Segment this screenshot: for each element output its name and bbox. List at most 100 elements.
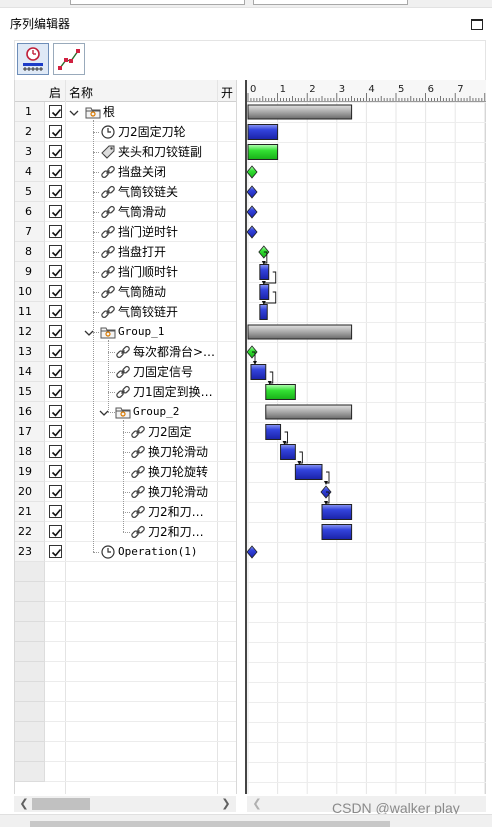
enable-checkbox[interactable] (49, 465, 62, 478)
row-label[interactable]: 换刀轮旋转 (148, 465, 209, 479)
table-row[interactable]: 17 刀2固定 (15, 422, 236, 442)
scroll-left-icon[interactable]: ❮ (19, 797, 29, 810)
enable-checkbox[interactable] (49, 145, 62, 158)
row-number[interactable]: 18 (15, 442, 45, 462)
gantt-bar-row-15[interactable] (265, 384, 296, 400)
table-row[interactable]: 1 根 (15, 102, 236, 122)
row-label[interactable]: 气筒铰链开 (118, 305, 179, 319)
table-row[interactable]: 4 挡盘关闭 (15, 162, 236, 182)
enable-checkbox[interactable] (49, 265, 62, 278)
row-number[interactable]: 8 (15, 242, 45, 262)
gantt-bar-row-2[interactable] (247, 124, 279, 140)
enable-checkbox[interactable] (49, 125, 62, 138)
row-number[interactable]: 21 (15, 502, 45, 522)
row-label[interactable]: 根 (103, 105, 116, 119)
row-number[interactable]: 14 (15, 362, 45, 382)
gantt-bar-row-17[interactable] (265, 424, 282, 440)
row-label[interactable]: 刀1固定到换… (133, 385, 213, 399)
table-row[interactable]: 2 刀2固定刀轮 (15, 122, 236, 142)
gantt-bar-row-16[interactable] (265, 404, 353, 420)
gantt-milestone-row-23[interactable] (247, 545, 258, 559)
row-number[interactable]: 5 (15, 182, 45, 202)
row-number[interactable]: 9 (15, 262, 45, 282)
row-number[interactable]: 19 (15, 462, 45, 482)
enable-checkbox[interactable] (49, 425, 62, 438)
row-number[interactable]: 2 (15, 122, 45, 142)
expand-toggle-icon[interactable] (99, 407, 109, 417)
gantt-bar-row-1[interactable] (247, 104, 353, 120)
curve-view-button[interactable] (53, 43, 85, 75)
table-row[interactable]: 3 夹头和刀铰链副 (15, 142, 236, 162)
gantt-bar-row-22[interactable] (321, 524, 353, 540)
expand-toggle-icon[interactable] (69, 107, 79, 117)
gantt-bar-row-9[interactable] (259, 264, 270, 280)
enable-checkbox[interactable] (49, 445, 62, 458)
row-label[interactable]: 刀2固定 (148, 425, 192, 439)
row-label[interactable]: 挡盘关闭 (118, 165, 167, 179)
row-number[interactable]: 10 (15, 282, 45, 302)
enable-checkbox[interactable] (49, 245, 62, 258)
col-name-header[interactable]: 名称 (69, 86, 94, 100)
gantt-milestone-row-7[interactable] (247, 225, 258, 239)
row-label[interactable]: 刀2固定刀轮 (118, 125, 186, 139)
table-row[interactable]: 8 挡盘打开 (15, 242, 236, 262)
row-label[interactable]: 挡门顺时针 (118, 265, 179, 279)
row-number[interactable]: 11 (15, 302, 45, 322)
table-row[interactable]: 16 Group_2 (15, 402, 236, 422)
row-number[interactable]: 23 (15, 542, 45, 562)
enable-checkbox[interactable] (49, 205, 62, 218)
table-row[interactable]: 21 刀2和刀… (15, 502, 236, 522)
gantt-bar-row-3[interactable] (247, 144, 279, 160)
gantt-bar-row-10[interactable] (259, 284, 270, 300)
table-row[interactable]: 22 刀2和刀… (15, 522, 236, 542)
enable-checkbox[interactable] (49, 285, 62, 298)
table-row[interactable]: 23 Operation(1) (15, 542, 236, 562)
row-label[interactable]: 气筒铰链关 (118, 185, 179, 199)
row-number[interactable]: 12 (15, 322, 45, 342)
row-number[interactable]: 3 (15, 142, 45, 162)
top-field-1[interactable] (70, 0, 245, 5)
gantt-horizontal-scrollbar[interactable]: ❮ (247, 796, 486, 812)
row-number[interactable]: 6 (15, 202, 45, 222)
row-number[interactable]: 1 (15, 102, 45, 122)
enable-checkbox[interactable] (49, 185, 62, 198)
row-number[interactable]: 17 (15, 422, 45, 442)
table-row[interactable]: 13 每次都滑台>… (15, 342, 236, 362)
row-label[interactable]: 每次都滑台>… (133, 345, 216, 359)
gantt-bar-row-11[interactable] (259, 304, 268, 320)
row-label[interactable]: 换刀轮滑动 (148, 445, 209, 459)
row-label[interactable]: 刀2和刀… (148, 505, 204, 519)
enable-checkbox[interactable] (49, 485, 62, 498)
gantt-divider[interactable] (245, 80, 247, 794)
gantt-milestone-row-5[interactable] (247, 185, 258, 199)
table-row[interactable]: 10 气筒随动 (15, 282, 236, 302)
gantt-milestone-row-8[interactable] (258, 245, 270, 259)
top-field-2[interactable] (253, 0, 408, 5)
gantt-bar-row-12[interactable] (247, 324, 353, 340)
col-enable-header[interactable]: 启 (49, 86, 62, 100)
bottom-scroll-thumb[interactable] (30, 821, 390, 827)
table-row[interactable]: 15 刀1固定到换… (15, 382, 236, 402)
row-number[interactable]: 22 (15, 522, 45, 542)
row-label[interactable]: 气筒滑动 (118, 205, 167, 219)
row-label[interactable]: 刀2和刀… (148, 525, 204, 539)
enable-checkbox[interactable] (49, 165, 62, 178)
gantt-bar-row-14[interactable] (250, 364, 267, 380)
row-number[interactable]: 20 (15, 482, 45, 502)
enable-checkbox[interactable] (49, 365, 62, 378)
table-row[interactable]: 18 换刀轮滑动 (15, 442, 236, 462)
col-start-header[interactable]: 开 (221, 86, 234, 100)
table-row[interactable]: 14 刀固定信号 (15, 362, 236, 382)
pane-splitter[interactable] (236, 80, 246, 794)
table-row[interactable]: 20 换刀轮滑动 (15, 482, 236, 502)
table-row[interactable]: 12 Group_1 (15, 322, 236, 342)
row-number[interactable]: 4 (15, 162, 45, 182)
row-number[interactable]: 15 (15, 382, 45, 402)
enable-checkbox[interactable] (49, 505, 62, 518)
enable-checkbox[interactable] (49, 305, 62, 318)
table-row[interactable]: 7 挡门逆时针 (15, 222, 236, 242)
row-label[interactable]: 刀固定信号 (133, 365, 194, 379)
enable-checkbox[interactable] (49, 525, 62, 538)
enable-checkbox[interactable] (49, 105, 62, 118)
grid-scroll-thumb[interactable] (32, 798, 90, 810)
